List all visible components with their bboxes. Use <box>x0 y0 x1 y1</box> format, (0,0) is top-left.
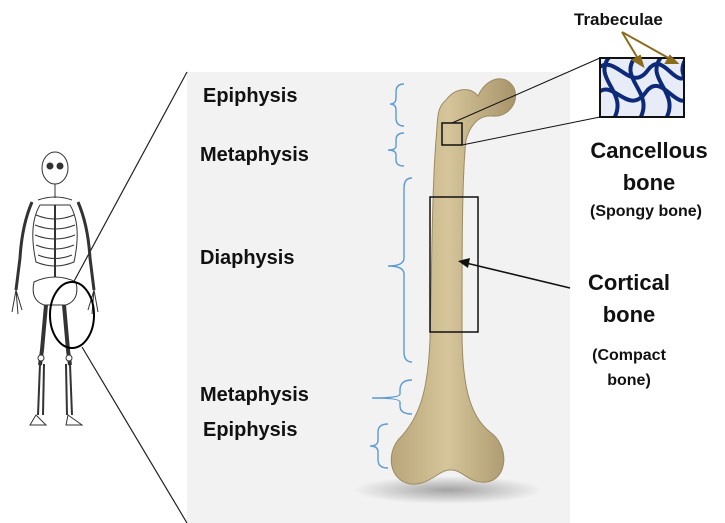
label-trabeculae: Trabeculae <box>574 11 663 28</box>
label-cortical-line2: bone <box>560 304 698 326</box>
label-cortical-line1: Cortical <box>560 272 698 294</box>
label-diaphysis: Diaphysis <box>200 248 294 268</box>
label-cancellous-line1: Cancellous <box>580 140 718 162</box>
femur-shadow <box>353 476 543 504</box>
label-cortical-alt2: bone) <box>560 373 698 389</box>
label-cortical-alt1: (Compact <box>560 348 698 364</box>
label-metaphysis-bottom: Metaphysis <box>200 385 309 405</box>
label-epiphysis-top: Epiphysis <box>203 86 297 106</box>
label-cancellous-alt: (Spongy bone) <box>568 204 724 220</box>
label-cancellous-line2: bone <box>580 172 718 194</box>
label-metaphysis-top: Metaphysis <box>200 145 309 165</box>
label-epiphysis-bottom: Epiphysis <box>203 420 297 440</box>
zoom-line-bottom <box>82 347 187 523</box>
